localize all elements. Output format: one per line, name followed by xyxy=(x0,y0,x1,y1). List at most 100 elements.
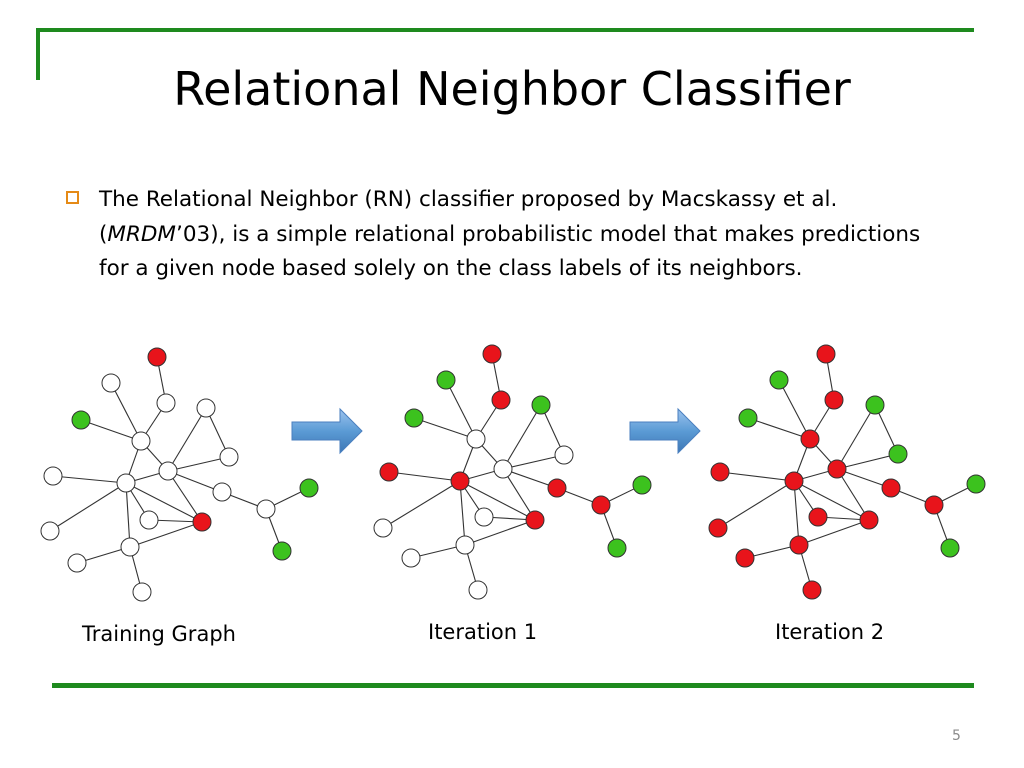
graph-node-white xyxy=(256,499,276,519)
graph-node-green xyxy=(531,395,551,415)
graph-node-green xyxy=(769,370,789,390)
caption-training-graph: Training Graph xyxy=(82,622,236,646)
graph-node-white xyxy=(40,521,60,541)
graph-node-white xyxy=(493,459,513,479)
graph-edge xyxy=(836,404,876,470)
caption-iteration-2: Iteration 2 xyxy=(775,620,885,644)
right-arrow-icon xyxy=(629,407,701,455)
graph-edge xyxy=(464,519,536,546)
graph-node-red xyxy=(802,580,822,600)
graph-edge xyxy=(502,454,565,470)
graph-edge xyxy=(167,470,203,523)
graph-node-white xyxy=(401,548,421,568)
graph-node-red xyxy=(789,535,809,555)
graph-node-green xyxy=(888,444,908,464)
graph-node-green xyxy=(738,408,758,428)
graph-node-white xyxy=(468,580,488,600)
graph-node-white xyxy=(212,482,232,502)
graph-node-green xyxy=(272,541,292,561)
bullet-square-icon xyxy=(66,191,79,204)
graph-node-red xyxy=(816,344,836,364)
graph-node-green xyxy=(71,410,91,430)
graph-node-green xyxy=(966,474,986,494)
iteration-1-graph xyxy=(373,344,652,600)
graph-edge xyxy=(125,482,131,548)
graph-edge xyxy=(388,471,461,482)
page-number: 5 xyxy=(952,728,961,744)
graph-node-green xyxy=(299,478,319,498)
bullet-text-part2: ’03), is a simple relational probabilist… xyxy=(99,221,921,282)
graph-edge xyxy=(382,480,461,529)
graph-edge xyxy=(167,407,207,472)
graph-node-white xyxy=(132,582,152,602)
graph-diagram xyxy=(40,344,986,602)
graph-edge xyxy=(836,468,892,489)
caption-iteration-1: Iteration 1 xyxy=(428,620,538,644)
graph-edge xyxy=(502,468,536,521)
top-frame-line xyxy=(36,28,974,32)
graph-node-white xyxy=(158,461,178,481)
graph-node-white xyxy=(116,473,136,493)
bullet-text-part1: The Relational Neighbor (RN) classifier … xyxy=(99,187,838,247)
graph-edge xyxy=(80,419,142,442)
graph-node-white xyxy=(131,431,151,451)
graph-node-green xyxy=(632,475,652,495)
graph-edge xyxy=(125,482,203,523)
graph-edge xyxy=(129,521,203,548)
graph-node-red xyxy=(482,344,502,364)
graph-node-white xyxy=(466,429,486,449)
graph-node-red xyxy=(808,507,828,527)
graph-node-red xyxy=(800,429,820,449)
graph-edge xyxy=(778,379,811,440)
graph-node-red xyxy=(784,471,804,491)
graph-edge xyxy=(52,475,127,484)
graph-node-white xyxy=(474,507,494,527)
bottom-frame-line xyxy=(52,683,974,688)
graph-node-red xyxy=(824,390,844,410)
graph-node-red xyxy=(924,495,944,515)
graph-node-white xyxy=(554,445,574,465)
graph-node-red xyxy=(379,462,399,482)
graph-node-red xyxy=(708,518,728,538)
graph-node-white xyxy=(196,398,216,418)
graph-edge xyxy=(49,482,127,532)
graph-node-white xyxy=(455,535,475,555)
graph-node-green xyxy=(404,408,424,428)
graph-node-red xyxy=(710,462,730,482)
graph-node-green xyxy=(865,395,885,415)
graph-node-green xyxy=(607,538,627,558)
graph-node-white xyxy=(219,447,239,467)
graph-node-red xyxy=(450,471,470,491)
graph-edge xyxy=(747,417,811,440)
graph-node-white xyxy=(373,518,393,538)
graph-node-red xyxy=(147,347,167,367)
graph-node-red xyxy=(491,390,511,410)
graph-edge xyxy=(167,470,223,493)
left-frame-line xyxy=(36,28,40,80)
graph-node-white xyxy=(67,553,87,573)
graph-node-red xyxy=(859,510,879,530)
graph-edge xyxy=(502,404,542,470)
graph-edge xyxy=(836,468,870,521)
graph-edge xyxy=(717,480,795,529)
graph-edge xyxy=(459,480,466,546)
iteration-2-graph xyxy=(708,344,986,600)
graph-edge xyxy=(445,379,477,440)
graph-edge xyxy=(793,480,870,521)
graph-node-red xyxy=(192,512,212,532)
graph-node-red xyxy=(827,459,847,479)
bullet-paragraph: The Relational Neighbor (RN) classifier … xyxy=(99,183,929,287)
graph-node-red xyxy=(735,548,755,568)
graph-edge xyxy=(502,468,558,489)
graph-edge xyxy=(413,417,477,440)
graph-node-white xyxy=(43,466,63,486)
graph-node-green xyxy=(436,370,456,390)
slide-title: Relational Neighbor Classifier xyxy=(173,62,851,116)
graph-node-red xyxy=(591,495,611,515)
graph-node-white xyxy=(139,510,159,530)
graph-node-white xyxy=(120,537,140,557)
graph-node-red xyxy=(881,478,901,498)
graph-edge xyxy=(798,519,870,546)
graph-edge xyxy=(719,471,795,482)
graph-edge xyxy=(167,456,230,472)
